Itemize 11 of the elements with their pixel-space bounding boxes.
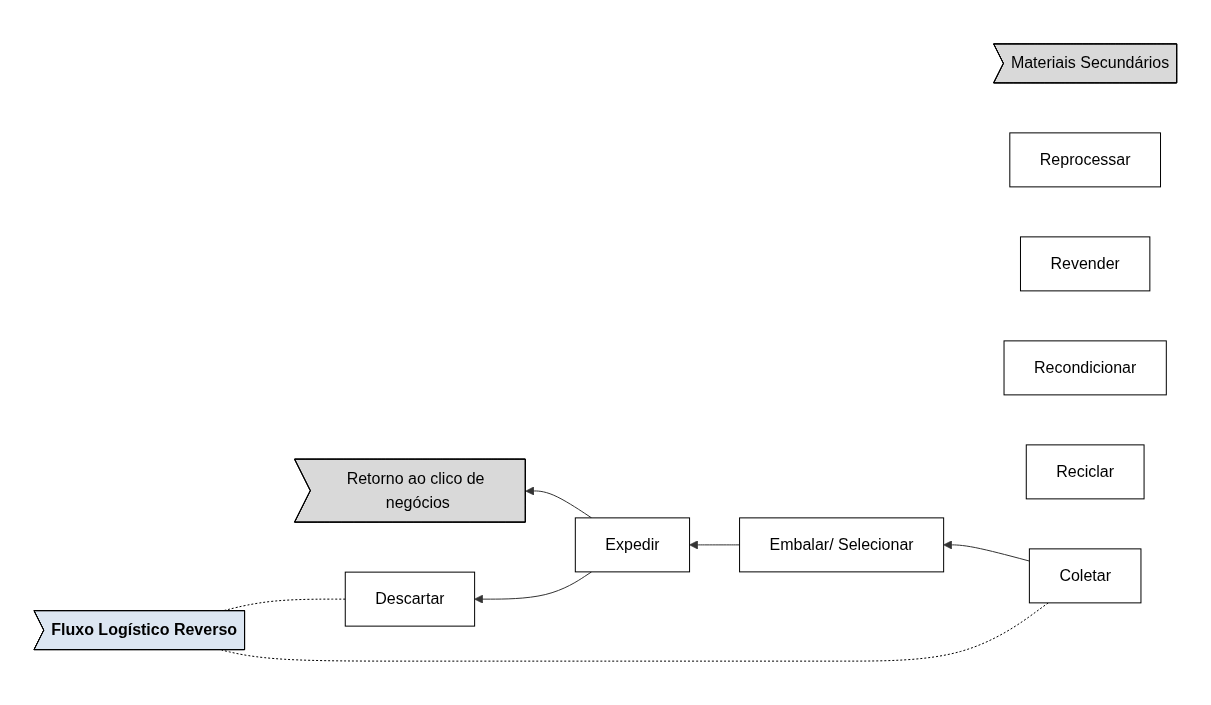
node-box: Reciclar	[1025, 444, 1145, 500]
arrow	[474, 571, 593, 604]
arrow	[689, 540, 741, 550]
node-box: Descartar	[344, 571, 476, 627]
node-box: Coletar	[1029, 548, 1142, 604]
node-box: Revender	[1020, 236, 1151, 292]
node-box: Embalar/ Selecionar	[739, 517, 945, 573]
node-box: Recondicionar	[1003, 340, 1167, 396]
node-box: Reprocessar	[1009, 132, 1162, 188]
node-box: Expedir	[574, 517, 691, 573]
arrow	[943, 540, 1031, 562]
